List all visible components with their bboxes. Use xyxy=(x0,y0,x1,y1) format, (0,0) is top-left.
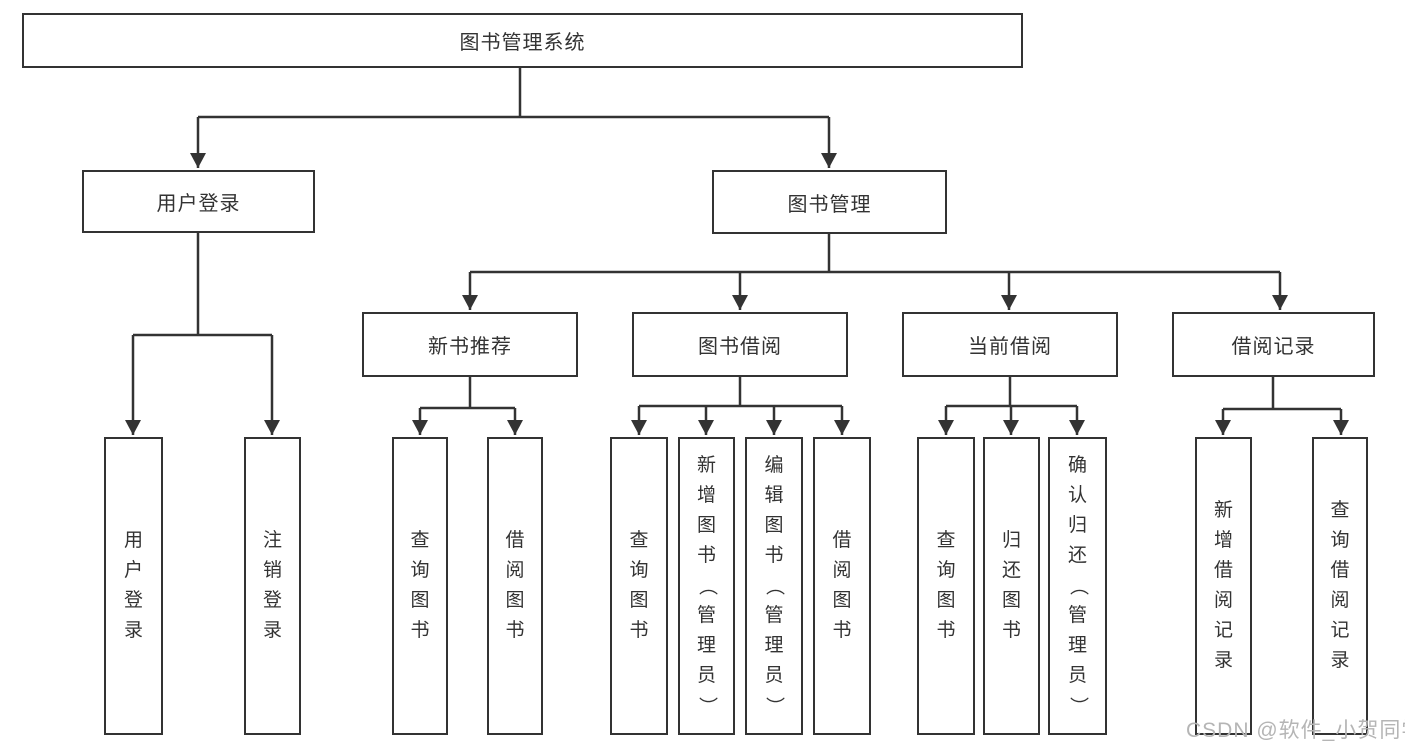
node-label: 当前借阅 xyxy=(968,336,1052,358)
node-label: 查询图书 xyxy=(629,530,649,641)
node-label: 图书借阅 xyxy=(698,336,782,358)
leaf-records-add-record: 新增借阅记录 xyxy=(1195,437,1252,735)
leaf-borrowing-query-books: 查询图书 xyxy=(610,437,668,735)
node-borrow-records: 借阅记录 xyxy=(1172,312,1375,377)
node-label: 用户登录 xyxy=(123,530,143,641)
leaf-current-query-books: 查询图书 xyxy=(917,437,975,735)
node-label: 注销登录 xyxy=(262,530,282,641)
node-current-borrowing: 当前借阅 xyxy=(902,312,1118,377)
watermark: CSDN @软件_小贺同学 xyxy=(1186,719,1405,742)
node-label: 借阅记录 xyxy=(1231,336,1316,358)
node-new-book-recommend: 新书推荐 xyxy=(362,312,578,377)
node-label: 图书管理 xyxy=(787,193,872,216)
node-book-borrowing: 图书借阅 xyxy=(632,312,848,377)
node-label: 图书管理系统 xyxy=(459,32,586,54)
leaf-recommend-borrow-books: 借阅图书 xyxy=(487,437,543,735)
node-label: 归还图书 xyxy=(1001,530,1021,641)
leaf-current-confirm-return-admin: 确认归还（管理员） xyxy=(1048,437,1107,735)
leaf-logout: 注销登录 xyxy=(244,437,301,735)
node-label: 查询图书 xyxy=(410,530,430,641)
node-label: 借阅图书 xyxy=(505,530,525,641)
node-library-system: 图书管理系统 xyxy=(22,13,1023,68)
node-book-management: 图书管理 xyxy=(712,170,947,234)
node-user-login: 用户登录 xyxy=(82,170,315,233)
node-label: 查询借阅记录 xyxy=(1330,500,1350,671)
node-label: 确认归还（管理员） xyxy=(1067,455,1089,716)
node-label: 借阅图书 xyxy=(832,530,852,641)
leaf-borrowing-edit-books-admin: 编辑图书（管理员） xyxy=(745,437,803,735)
leaf-current-return-books: 归还图书 xyxy=(983,437,1040,735)
node-label: 查询图书 xyxy=(936,530,956,641)
leaf-records-query-record: 查询借阅记录 xyxy=(1312,437,1368,735)
leaf-user-login: 用户登录 xyxy=(104,437,163,735)
leaf-borrowing-borrow-books: 借阅图书 xyxy=(813,437,871,735)
node-label: 新增图书（管理员） xyxy=(696,455,718,716)
node-label: 新增借阅记录 xyxy=(1213,500,1233,671)
leaf-recommend-query-books: 查询图书 xyxy=(392,437,448,735)
node-label: 编辑图书（管理员） xyxy=(763,455,785,716)
node-label: 新书推荐 xyxy=(428,336,512,358)
leaf-borrowing-add-books-admin: 新增图书（管理员） xyxy=(678,437,735,735)
node-label: 用户登录 xyxy=(156,193,241,215)
